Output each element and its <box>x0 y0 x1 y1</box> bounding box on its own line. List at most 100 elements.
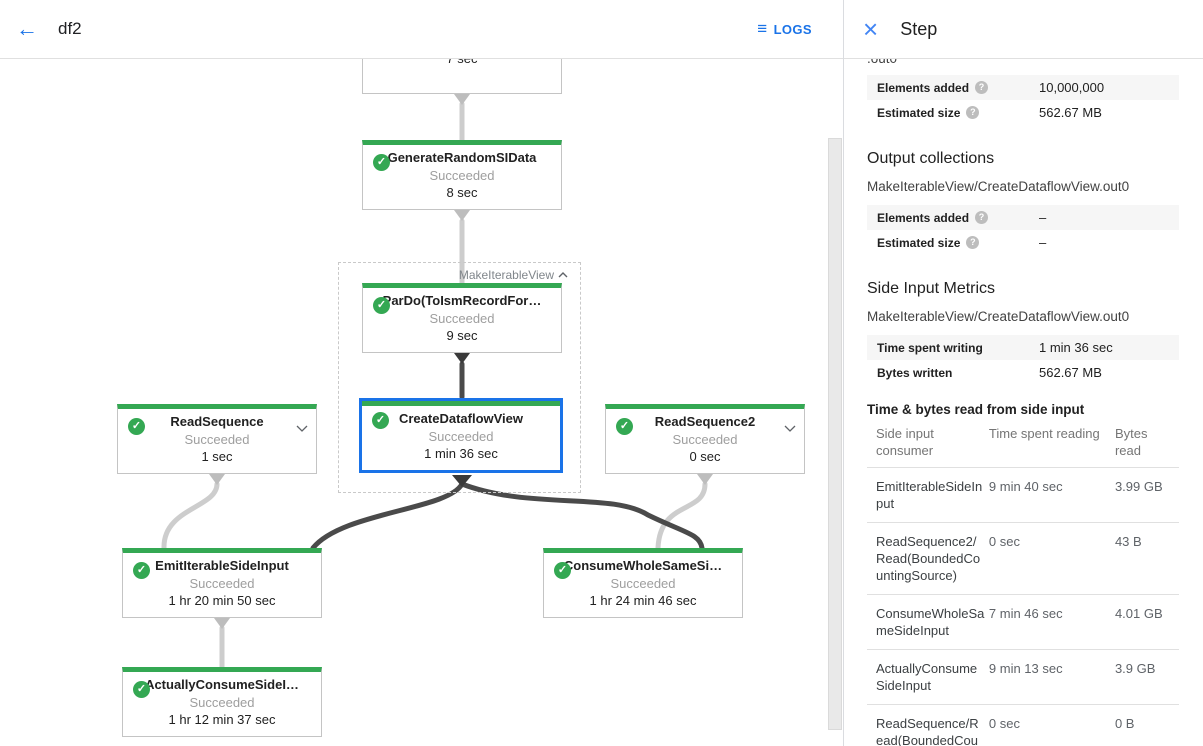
node-title: GenerateRandomSIData <box>387 150 537 165</box>
consumer-cell: ConsumeWholeSameSideInput <box>867 594 989 650</box>
metric-value: 562.67 MB <box>1039 105 1102 120</box>
node-title: ActuallyConsumeSideI… <box>145 677 299 692</box>
success-check-icon: ✓ <box>133 681 150 698</box>
bytes-cell: 4.01 GB <box>1114 594 1179 650</box>
graph-node-createdataflowview-selected[interactable]: ✓ CreateDataflowView Succeeded 1 min 36 … <box>359 398 563 473</box>
side-input-metrics-heading: Side Input Metrics <box>867 280 996 297</box>
col-header-bytes: Bytes read <box>1114 421 1179 468</box>
logs-button-label: LOGS <box>773 21 812 37</box>
bytes-cell: 3.99 GB <box>1114 467 1179 523</box>
metric-label: Bytes written <box>877 365 953 380</box>
graph-node-emititerablesideinput[interactable]: ✓ EmitIterableSideInput Succeeded 1 hr 2… <box>122 548 322 618</box>
help-icon[interactable]: ? <box>966 236 980 249</box>
success-check-icon: ✓ <box>128 418 145 435</box>
node-title: ReadSequence <box>170 414 264 429</box>
logs-list-icon: ≡ <box>757 19 768 38</box>
node-status: Succeeded <box>189 576 255 591</box>
table-row: ConsumeWholeSameSideInput 7 min 46 sec 4… <box>867 594 1179 650</box>
metric-row: Bytes written 562.67 MB <box>867 360 1179 385</box>
side-input-write-metrics: Time spent writing 1 min 36 sec Bytes wr… <box>867 335 1179 385</box>
graph-node-generaterandomsidata[interactable]: ✓ GenerateRandomSIData Succeeded 8 sec <box>362 140 562 210</box>
side-input-table-heading: Time & bytes read from side input <box>867 402 1085 417</box>
job-header: ← df2 ≡ LOGS <box>0 0 843 59</box>
time-cell: 0 sec <box>988 522 1115 595</box>
group-name: MakeIterableView <box>458 268 554 282</box>
graph-node-pardo-toismrecord[interactable]: ✓ ParDo(ToIsmRecordFor… Succeeded 9 sec <box>362 283 562 353</box>
chevron-down-icon[interactable] <box>296 419 308 437</box>
step-details-panel: × Step .out0 Elements added ? 10,000,000… <box>843 0 1203 746</box>
node-duration: 1 min 36 sec <box>424 446 498 461</box>
bytes-cell: 43 B <box>1114 522 1179 595</box>
success-check-icon: ✓ <box>616 418 633 435</box>
help-icon[interactable]: ? <box>975 81 989 94</box>
metric-label: Estimated size <box>877 235 961 250</box>
success-check-icon: ✓ <box>133 562 150 579</box>
metric-label: Time spent writing <box>877 340 983 355</box>
node-title: ParDo(ToIsmRecordFor… <box>382 293 542 308</box>
group-label[interactable]: MakeIterableView <box>459 268 568 282</box>
node-status: Succeeded <box>610 576 676 591</box>
metric-row: Elements added ? 10,000,000 <box>867 75 1179 100</box>
node-status: Succeeded <box>189 695 255 710</box>
metric-label: Elements added <box>877 80 970 95</box>
back-arrow-icon[interactable]: ← <box>16 16 38 41</box>
metric-row: Estimated size ? 562.67 MB <box>867 100 1179 125</box>
graph-vertical-scrollbar[interactable] <box>828 138 842 730</box>
collection-name: MakeIterableView/CreateDataflowView.out0 <box>867 179 1130 194</box>
chevron-up-icon <box>558 272 568 278</box>
node-duration: 8 sec <box>446 185 478 200</box>
node-duration: 1 hr 24 min 46 sec <box>589 593 697 608</box>
bytes-cell: 3.9 GB <box>1114 649 1179 705</box>
help-icon[interactable]: ? <box>975 211 989 224</box>
graph-node-readsequence2[interactable]: ✓ ReadSequence2 Succeeded 0 sec <box>605 404 805 474</box>
node-status: Succeeded <box>428 429 494 444</box>
bytes-cell: 0 B <box>1114 704 1179 746</box>
time-cell: 7 min 46 sec <box>988 594 1115 650</box>
panel-body[interactable]: .out0 Elements added ? 10,000,000 Estima… <box>844 59 1203 746</box>
metric-value: – <box>1039 235 1047 250</box>
node-status: Succeeded <box>184 432 250 447</box>
success-check-icon: ✓ <box>373 154 390 171</box>
logs-button[interactable]: ≡ LOGS <box>757 19 812 38</box>
node-duration: 9 sec <box>446 328 478 343</box>
table-row: ReadSequence2/Read(BoundedCountingSource… <box>867 522 1179 595</box>
consumer-cell: ReadSequence2/Read(BoundedCountingSource… <box>867 522 989 595</box>
success-check-icon: ✓ <box>554 562 571 579</box>
chevron-down-icon[interactable] <box>784 419 796 437</box>
metric-row: Estimated size ? – <box>867 230 1179 255</box>
table-row: ActuallyConsumeSideInput 9 min 13 sec 3.… <box>867 649 1179 705</box>
panel-header: × Step <box>844 0 1203 59</box>
metric-value: – <box>1039 210 1047 225</box>
time-cell: 0 sec <box>988 704 1115 746</box>
node-status: Succeeded <box>429 311 495 326</box>
metric-value: 562.67 MB <box>1039 365 1102 380</box>
node-duration: 0 sec <box>689 449 721 464</box>
metric-value: 10,000,000 <box>1039 80 1105 95</box>
graph-node-readsequence[interactable]: ✓ ReadSequence Succeeded 1 sec <box>117 404 317 474</box>
metric-label: Estimated size <box>877 105 961 120</box>
job-title: df2 <box>58 19 82 38</box>
output-metrics: Elements added ? – Estimated size ? – <box>867 205 1179 255</box>
metric-row: Elements added ? – <box>867 205 1179 230</box>
time-cell: 9 min 40 sec <box>988 467 1115 523</box>
col-header-consumer: Side input consumer <box>867 421 989 468</box>
node-title: ConsumeWholeSameSi… <box>563 558 723 573</box>
success-check-icon: ✓ <box>372 412 389 429</box>
node-duration: 1 hr 20 min 50 sec <box>168 593 276 608</box>
node-status-bar <box>362 401 560 406</box>
time-cell: 9 min 13 sec <box>988 649 1115 705</box>
help-icon[interactable]: ? <box>966 106 980 119</box>
pipeline-graph-canvas[interactable]: MakeIterableView ✓ Succeeded 7 sec ✓ Gen… <box>0 0 843 746</box>
collection-name: MakeIterableView/CreateDataflowView.out0 <box>867 309 1130 324</box>
graph-node-actuallyconsumesideinput[interactable]: ✓ ActuallyConsumeSideI… Succeeded 1 hr 1… <box>122 667 322 737</box>
consumer-cell: ActuallyConsumeSideInput <box>867 649 989 705</box>
graph-node-consumewholesamesideinput[interactable]: ✓ ConsumeWholeSameSi… Succeeded 1 hr 24 … <box>543 548 743 618</box>
table-row: ReadSequence/Read(BoundedCountingSource)… <box>867 704 1179 746</box>
side-input-table: Side input consumer Time spent reading B… <box>867 421 1179 746</box>
metric-label: Elements added <box>877 210 970 225</box>
close-icon[interactable]: × <box>863 14 879 44</box>
consumer-cell: ReadSequence/Read(BoundedCountingSource) <box>867 704 989 746</box>
node-duration: 1 hr 12 min 37 sec <box>168 712 276 727</box>
metric-value: 1 min 36 sec <box>1039 340 1113 355</box>
